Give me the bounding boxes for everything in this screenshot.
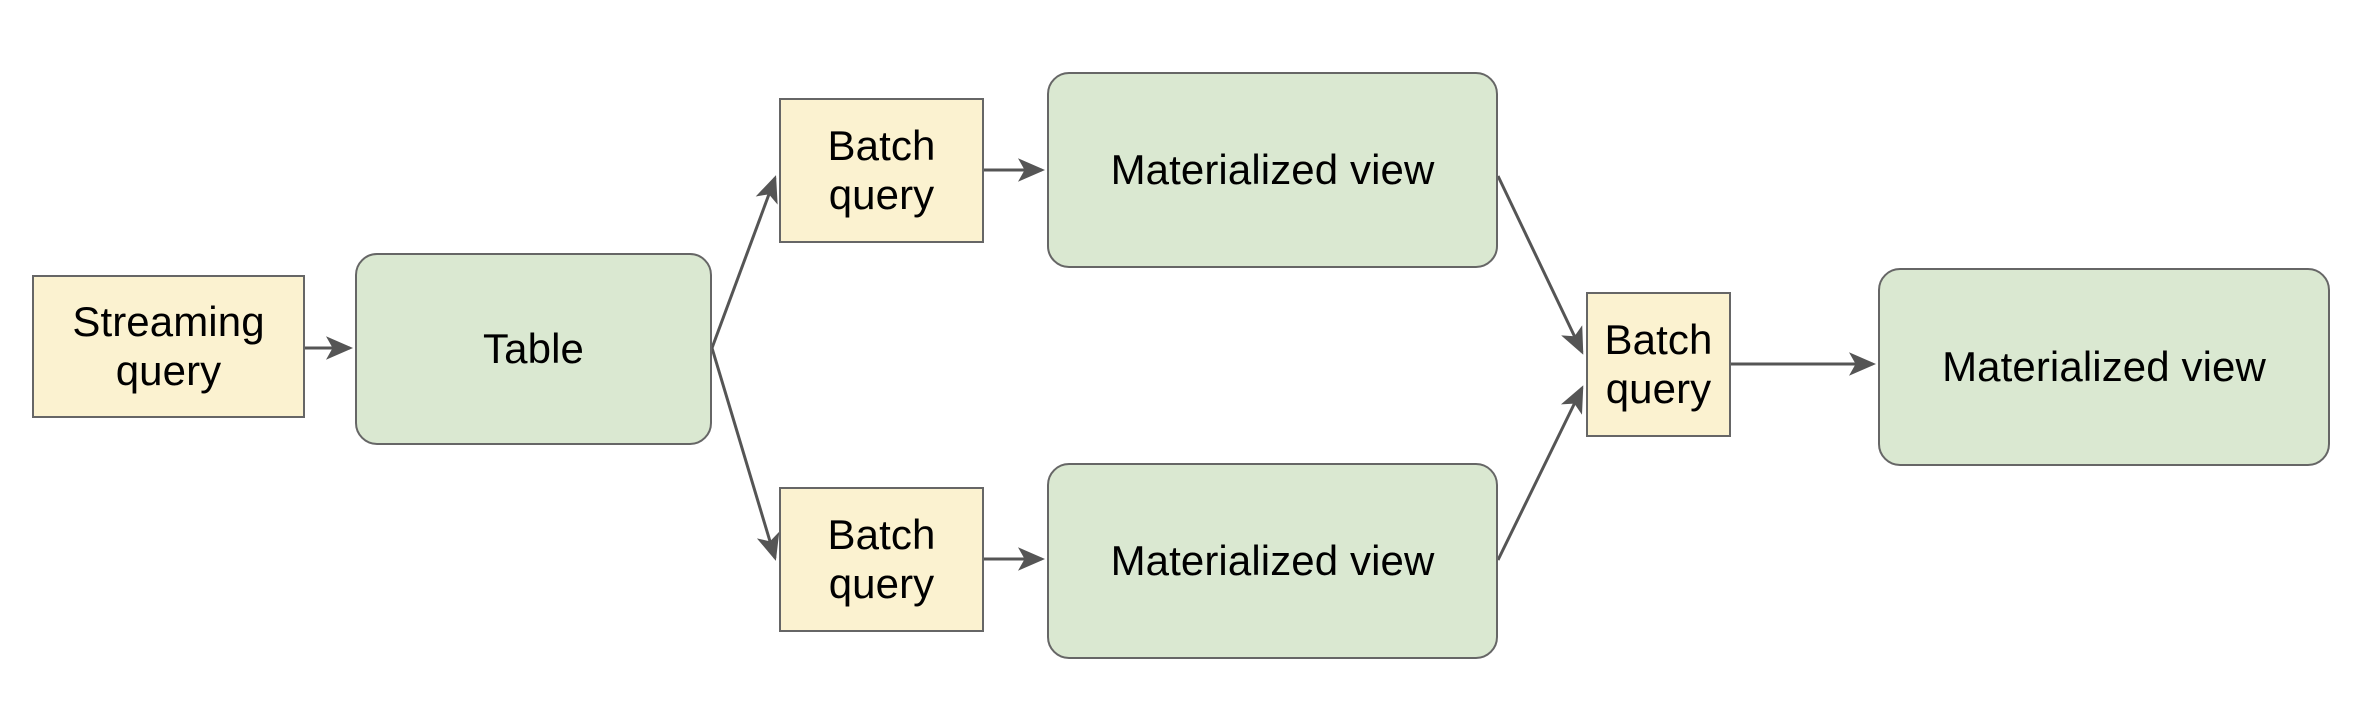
node-label: Materialized view xyxy=(1942,342,2266,390)
node-label: Batch query xyxy=(1604,316,1713,412)
node-label: Materialized view xyxy=(1110,145,1435,193)
node-label: Table xyxy=(483,324,584,372)
node-label: Streaming query xyxy=(72,298,265,394)
node-batch-query-join[interactable]: Batch query xyxy=(1586,292,1731,437)
node-label: Batch query xyxy=(827,511,936,607)
node-streaming-query[interactable]: Streaming query xyxy=(32,275,305,418)
node-table[interactable]: Table xyxy=(355,253,712,445)
edge-materialized-view-top-to-batch-query-join xyxy=(1496,175,1584,355)
node-materialized-view-top[interactable]: Materialized view xyxy=(1047,72,1498,268)
node-label: Batch query xyxy=(827,122,936,218)
node-materialized-view-final[interactable]: Materialized view xyxy=(1878,268,2330,466)
edge-materialized-view-bottom-to-batch-query-join xyxy=(1496,385,1584,561)
node-batch-query-top[interactable]: Batch query xyxy=(779,98,984,243)
edge-table-to-batch-query-top xyxy=(710,175,778,349)
node-batch-query-bottom[interactable]: Batch query xyxy=(779,487,984,632)
edge-table-to-batch-query-bottom xyxy=(710,347,780,561)
node-label: Materialized view xyxy=(1110,536,1435,584)
node-materialized-view-bottom[interactable]: Materialized view xyxy=(1047,463,1498,659)
